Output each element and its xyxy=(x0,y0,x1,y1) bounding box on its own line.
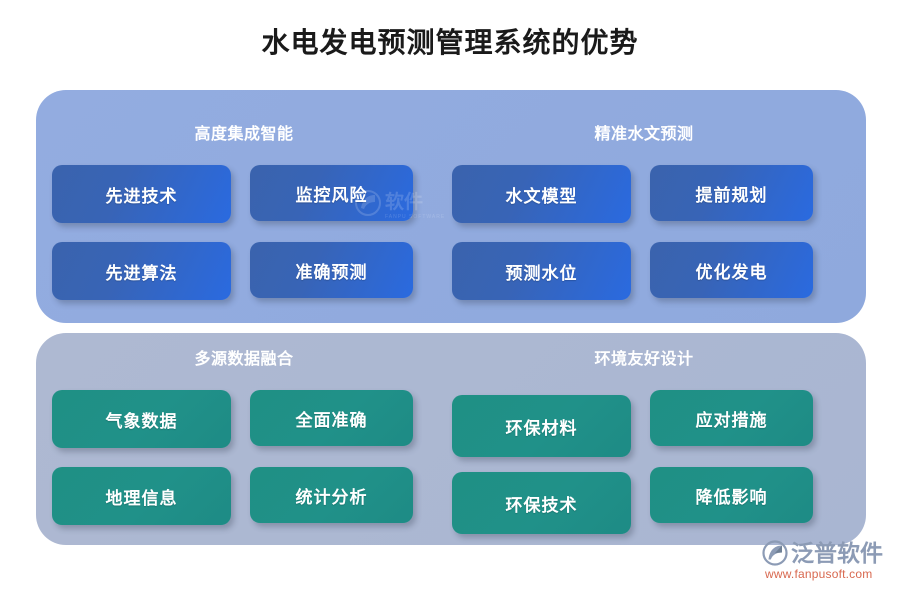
card-advance-planning[interactable]: 提前规划 xyxy=(650,165,813,221)
card-eco-technology[interactable]: 环保技术 xyxy=(452,472,631,534)
card-optimize-generation[interactable]: 优化发电 xyxy=(650,242,813,298)
card-accurate-forecast[interactable]: 准确预测 xyxy=(250,242,413,298)
card-geographic-information[interactable]: 地理信息 xyxy=(52,467,231,525)
brand-name: 泛普软件 xyxy=(791,540,883,566)
brand-logo: 泛普软件 www.fanpusoft.com xyxy=(762,540,898,592)
card-advanced-algorithm[interactable]: 先进算法 xyxy=(52,242,231,300)
card-eco-materials[interactable]: 环保材料 xyxy=(452,395,631,457)
group-header-eco-friendly-design: 环境友好设计 xyxy=(594,351,694,368)
group-header-high-integration: 高度集成智能 xyxy=(194,126,294,143)
card-reduce-impact[interactable]: 降低影响 xyxy=(650,467,813,523)
card-comprehensive-accuracy[interactable]: 全面准确 xyxy=(250,390,413,446)
group-header-accurate-hydrology: 精准水文预测 xyxy=(594,126,694,143)
brand-row: 泛普软件 xyxy=(762,540,883,566)
card-hydrological-model[interactable]: 水文模型 xyxy=(452,165,631,223)
brand-url: www.fanpusoft.com xyxy=(765,567,873,581)
page-title: 水电发电预测管理系统的优势 xyxy=(261,27,639,58)
card-statistical-analysis[interactable]: 统计分析 xyxy=(250,467,413,523)
panel-top-integration: 高度集成智能 精准水文预测 先进技术 先进算法 监控风险 准确预测 水文模型 预… xyxy=(36,90,866,323)
card-forecast-water-level[interactable]: 预测水位 xyxy=(452,242,631,300)
card-advanced-technology[interactable]: 先进技术 xyxy=(52,165,231,223)
card-response-measures[interactable]: 应对措施 xyxy=(650,390,813,446)
fanpu-swoosh-icon xyxy=(762,540,788,566)
card-weather-data[interactable]: 气象数据 xyxy=(52,390,231,448)
card-monitor-risk[interactable]: 监控风险 xyxy=(250,165,413,221)
panel-bottom-data-eco: 多源数据融合 环境友好设计 气象数据 地理信息 全面准确 统计分析 环保材料 环… xyxy=(36,333,866,545)
group-header-multi-source-data: 多源数据融合 xyxy=(194,351,294,368)
